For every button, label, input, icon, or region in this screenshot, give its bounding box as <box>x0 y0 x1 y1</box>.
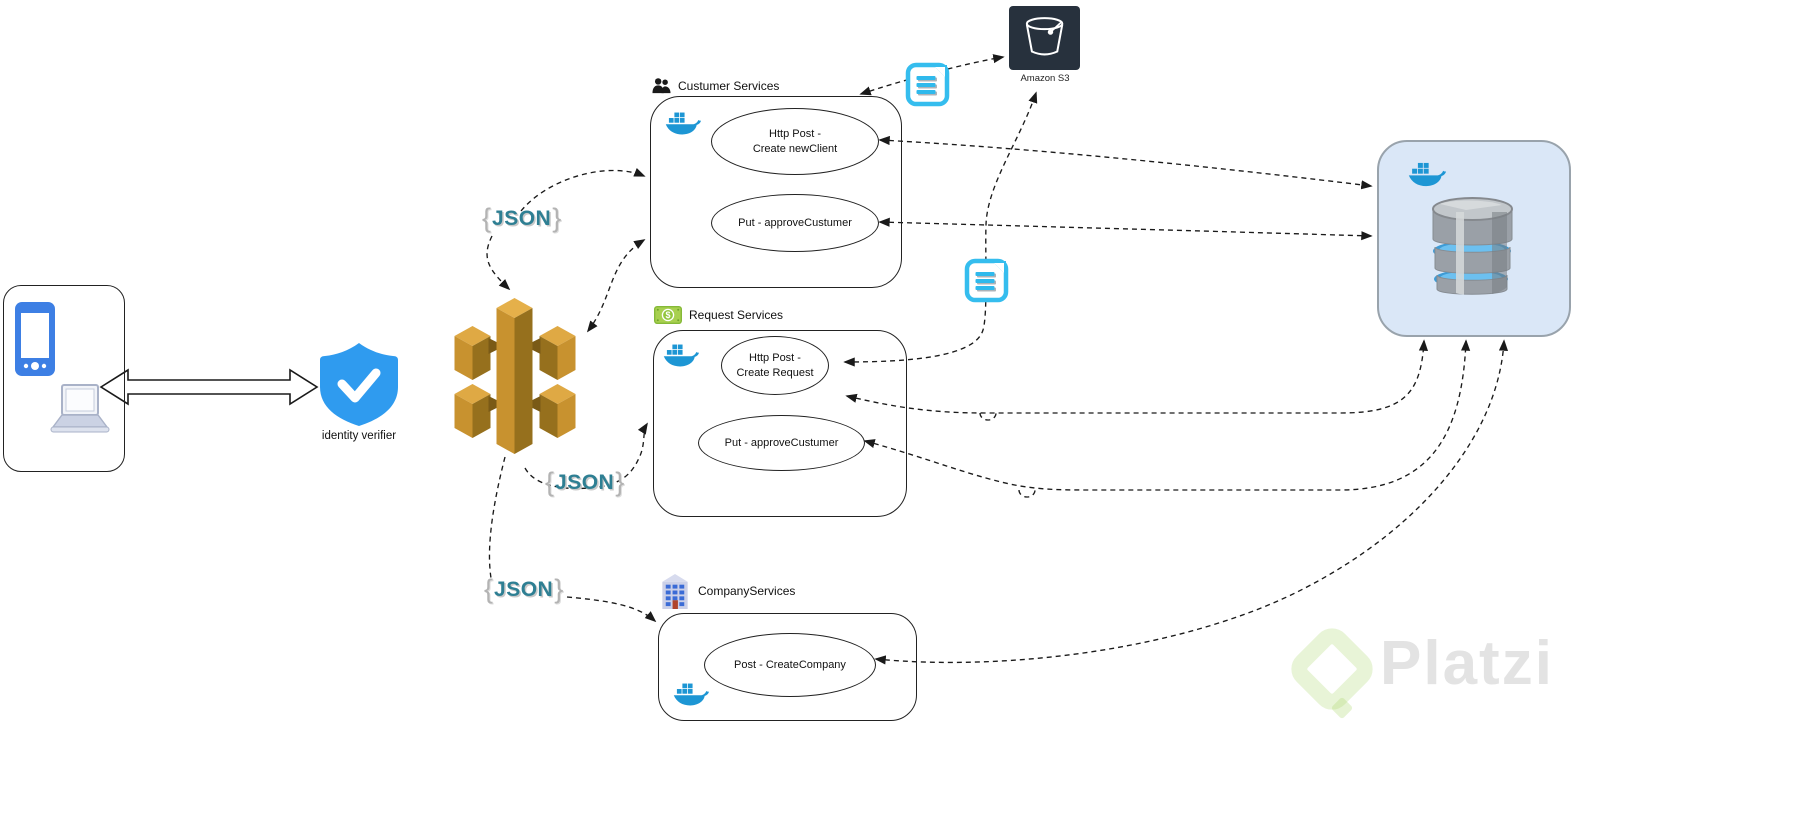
wire-gateway-to-json3 <box>488 456 506 579</box>
line-jump <box>979 412 997 421</box>
company-services-box: Post - CreateCompany <box>658 613 917 721</box>
endpoint-approve-custumer: Put - approveCustumer <box>711 194 879 252</box>
line-jump <box>1018 489 1036 498</box>
json-open-brace: { <box>484 574 494 604</box>
wire-json1-to-gateway <box>486 235 511 291</box>
endpoint-create-request: Http Post - Create Request <box>721 336 829 395</box>
document-icon <box>905 62 950 107</box>
shield-check-icon <box>320 343 398 426</box>
request-services-header: $ Request Services <box>654 306 783 324</box>
docker-icon <box>673 681 709 708</box>
platzi-diamond-icon <box>1291 628 1373 710</box>
json-open-brace: { <box>545 467 555 497</box>
customer-services-header: Custumer Services <box>652 77 779 95</box>
wire-createrequest-db <box>845 339 1429 414</box>
wire-gateway-to-request <box>524 422 648 490</box>
json-close-brace: } <box>554 574 564 604</box>
company-building-icon <box>662 573 688 609</box>
platzi-watermark-text: Platzi <box>1380 629 1554 698</box>
wire-createcompany-db <box>874 339 1509 665</box>
endpoint-create-company: Post - CreateCompany <box>704 633 876 697</box>
json-label-3: { JSON } <box>484 576 563 603</box>
wire-json3-to-company <box>566 596 657 623</box>
client-devices-box <box>3 285 125 472</box>
aws-api-gateway-icon <box>454 298 576 454</box>
dollar-symbol: $ <box>665 310 670 320</box>
identity-verifier-label: identity verifier <box>321 430 397 442</box>
company-services-header: CompanyServices <box>659 573 795 609</box>
wire-approve-db <box>878 217 1373 241</box>
wire-gateway-customer-return <box>586 239 646 333</box>
money-bill-icon: $ <box>654 306 682 324</box>
smartphone-icon <box>15 302 55 376</box>
database-container-box <box>1377 140 1571 337</box>
platzi-diamond-small-icon <box>1331 697 1353 719</box>
wire-approverequest-db <box>863 339 1471 491</box>
json-close-brace: } <box>552 203 562 233</box>
customer-services-box: Http Post - Create newClient Put - appro… <box>650 96 902 288</box>
json-word: JSON <box>494 578 554 601</box>
s3-label: Amazon S3 <box>1020 73 1070 84</box>
json-close-brace: } <box>615 467 625 497</box>
s3-bucket-icon <box>1009 6 1080 70</box>
docker-icon <box>665 110 701 137</box>
docker-icon <box>663 342 699 369</box>
laptop-icon <box>50 384 110 433</box>
customer-services-title: Custumer Services <box>678 79 780 93</box>
document-icon <box>964 258 1009 303</box>
json-word: JSON <box>555 471 615 494</box>
bucket-glyph <box>1025 17 1063 56</box>
company-services-title: CompanyServices <box>698 584 796 598</box>
json-open-brace: { <box>482 203 492 233</box>
json-label-2: { JSON } <box>545 469 624 496</box>
database-cylinder-icon <box>1432 197 1513 295</box>
wire-newclient-db <box>878 135 1373 190</box>
client-identity-double-arrow <box>99 368 319 406</box>
endpoint-create-newclient: Http Post - Create newClient <box>711 108 879 175</box>
wire-gateway-to-customer-top <box>520 168 646 212</box>
json-word: JSON <box>492 207 552 230</box>
request-services-title: Request Services <box>689 308 784 322</box>
users-icon <box>652 78 671 94</box>
endpoint-approve-custumer: Put - approveCustumer <box>698 415 865 471</box>
request-services-box: Http Post - Create Request Put - approve… <box>653 330 907 517</box>
docker-icon <box>1408 160 1446 189</box>
json-label-1: { JSON } <box>482 205 561 232</box>
